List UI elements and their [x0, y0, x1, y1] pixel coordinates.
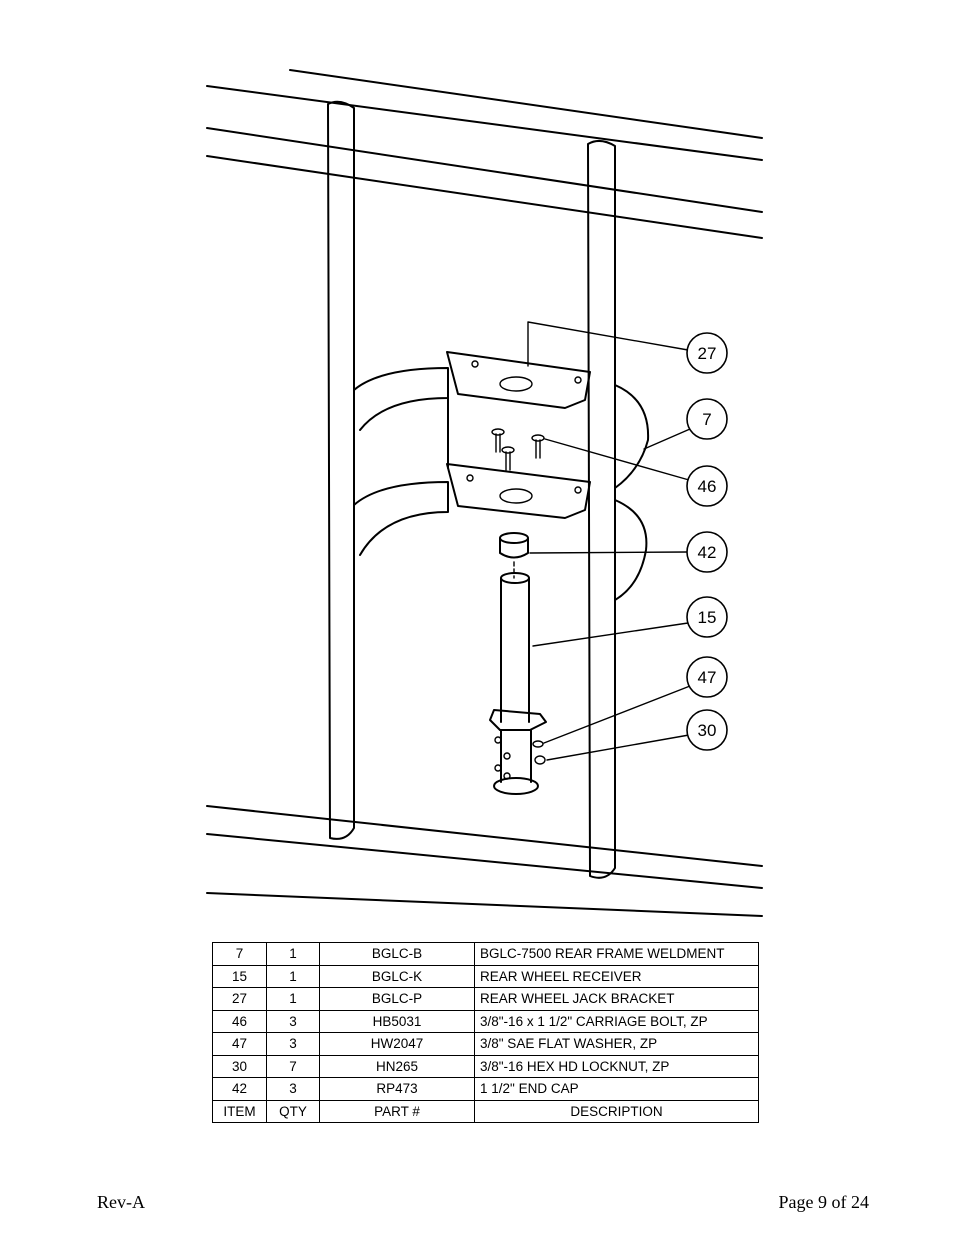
svg-text:30: 30 — [698, 721, 717, 740]
item-cell: 7 — [212, 942, 267, 966]
table-row: 15 1 BGLC-K REAR WHEEL RECEIVER — [212, 964, 759, 988]
balloon-42: 42 — [686, 531, 728, 573]
description-cell: 3/8" SAE FLAT WASHER, ZP — [474, 1032, 759, 1056]
balloon-27: 27 — [686, 332, 728, 374]
part-cell: BGLC-B — [319, 942, 475, 966]
balloon-15: 15 — [686, 596, 728, 638]
svg-text:7: 7 — [702, 410, 711, 429]
leader-lines — [527, 321, 691, 761]
carriage-bolts — [491, 428, 545, 471]
item-cell: 46 — [212, 1009, 267, 1033]
table-row: 30 7 HN265 3/8"-16 HEX HD LOCKNUT, ZP — [212, 1054, 759, 1078]
qty-cell: 3 — [266, 1077, 320, 1101]
qty-cell: 3 — [266, 1032, 320, 1056]
qty-cell: 1 — [266, 942, 320, 966]
qty-cell: 3 — [266, 1009, 320, 1033]
part-cell: RP473 — [319, 1077, 475, 1101]
svg-text:42: 42 — [698, 543, 717, 562]
header-qty: QTY — [266, 1099, 320, 1123]
washer-locknut — [532, 740, 546, 765]
assembly-drawing: 27 7 46 42 15 47 30 — [206, 69, 763, 917]
header-part: PART # — [319, 1099, 475, 1123]
part-cell: HN265 — [319, 1054, 475, 1078]
header-description: DESCRIPTION — [474, 1099, 759, 1123]
description-cell: 1 1/2" END CAP — [474, 1077, 759, 1101]
description-cell: 3/8"-16 x 1 1/2" CARRIAGE BOLT, ZP — [474, 1009, 759, 1033]
end-cap — [499, 532, 529, 559]
svg-text:15: 15 — [698, 608, 717, 627]
item-cell: 15 — [212, 964, 267, 988]
description-cell: BGLC-7500 REAR FRAME WELDMENT — [474, 942, 759, 966]
curved-frame-tubes — [353, 367, 650, 601]
item-cell: 47 — [212, 1032, 267, 1056]
table-row: 42 3 RP473 1 1/2" END CAP — [212, 1077, 759, 1101]
balloon-30: 30 — [686, 709, 728, 751]
table-row: 27 1 BGLC-P REAR WHEEL JACK BRACKET — [212, 987, 759, 1011]
receiver-tube — [489, 572, 547, 795]
header-item: ITEM — [212, 1099, 267, 1123]
table-row: 46 3 HB5031 3/8"-16 x 1 1/2" CARRIAGE BO… — [212, 1009, 759, 1033]
balloon-46: 46 — [686, 465, 728, 507]
page-number: Page 9 of 24 — [778, 1192, 869, 1212]
description-cell: REAR WHEEL JACK BRACKET — [474, 987, 759, 1011]
part-cell: BGLC-P — [319, 987, 475, 1011]
revision-label: Rev-A — [97, 1192, 145, 1212]
part-cell: HW2047 — [319, 1032, 475, 1056]
description-cell: 3/8"-16 HEX HD LOCKNUT, ZP — [474, 1054, 759, 1078]
table-header-row: ITEM QTY PART # DESCRIPTION — [212, 1099, 759, 1123]
item-cell: 42 — [212, 1077, 267, 1101]
item-cell: 27 — [212, 987, 267, 1011]
frame-uprights — [327, 100, 616, 879]
table-row: 47 3 HW2047 3/8" SAE FLAT WASHER, ZP — [212, 1032, 759, 1056]
bill-of-materials-table: 7 1 BGLC-B BGLC-7500 REAR FRAME WELDMENT… — [212, 942, 759, 1123]
balloon-7: 7 — [686, 398, 728, 440]
part-cell: HB5031 — [319, 1009, 475, 1033]
svg-text:27: 27 — [698, 344, 717, 363]
item-cell: 30 — [212, 1054, 267, 1078]
qty-cell: 7 — [266, 1054, 320, 1078]
frame-rails — [206, 69, 763, 917]
svg-text:47: 47 — [698, 668, 717, 687]
jack-bracket — [446, 351, 591, 519]
qty-cell: 1 — [266, 964, 320, 988]
svg-text:46: 46 — [698, 477, 717, 496]
part-cell: BGLC-K — [319, 964, 475, 988]
balloon-47: 47 — [686, 656, 728, 698]
qty-cell: 1 — [266, 987, 320, 1011]
table-row: 7 1 BGLC-B BGLC-7500 REAR FRAME WELDMENT — [212, 942, 759, 966]
description-cell: REAR WHEEL RECEIVER — [474, 964, 759, 988]
